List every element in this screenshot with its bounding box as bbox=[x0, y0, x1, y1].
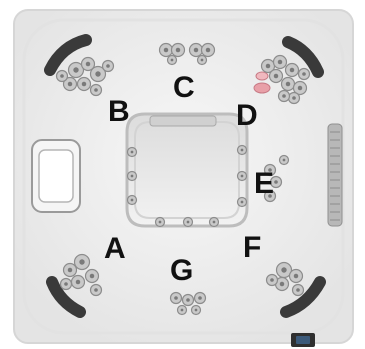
jet-nozzle-center bbox=[201, 59, 204, 62]
jet-nozzle-center bbox=[181, 309, 184, 312]
jet-nozzle-center bbox=[302, 72, 306, 76]
jet-nozzle-center bbox=[296, 288, 300, 292]
skimmer-door-icon bbox=[39, 150, 73, 202]
jet-nozzle-center bbox=[281, 267, 286, 272]
accent-control-icon bbox=[254, 83, 270, 93]
jet-nozzle-center bbox=[60, 74, 64, 78]
accent-control-icon bbox=[256, 72, 268, 80]
footwell bbox=[127, 114, 247, 226]
jet-nozzle-center bbox=[274, 180, 278, 184]
jet-nozzle-center bbox=[86, 62, 91, 67]
jet-nozzle-center bbox=[94, 288, 98, 292]
jet-nozzle-center bbox=[195, 309, 198, 312]
jet-nozzle-center bbox=[186, 298, 190, 302]
jet-nozzle-center bbox=[82, 82, 87, 87]
jet-nozzle-center bbox=[283, 159, 286, 162]
seat-label-c: C bbox=[173, 71, 195, 104]
jet-nozzle-center bbox=[194, 48, 199, 53]
jet-nozzle-center bbox=[241, 149, 244, 152]
jet-nozzle-center bbox=[274, 74, 279, 79]
filter-grille-icon bbox=[328, 124, 342, 226]
jet-nozzle-center bbox=[90, 274, 95, 279]
jet-nozzle-center bbox=[187, 221, 190, 224]
jet-nozzle-center bbox=[106, 64, 110, 68]
jet-nozzle-center bbox=[94, 88, 98, 92]
jet-nozzle-center bbox=[290, 68, 295, 73]
jet-nozzle-center bbox=[270, 278, 274, 282]
jet-nozzle-center bbox=[131, 175, 134, 178]
jet-nozzle-center bbox=[198, 296, 202, 300]
seat-label-d: D bbox=[236, 99, 258, 132]
jet-nozzle-center bbox=[79, 259, 84, 264]
jet-nozzle-center bbox=[68, 268, 73, 273]
seat-label-f: F bbox=[243, 231, 261, 264]
footwell-top-step bbox=[150, 116, 216, 126]
seat-label-a: A bbox=[104, 232, 126, 265]
jet-nozzle-center bbox=[286, 82, 291, 87]
jet-nozzle-center bbox=[241, 201, 244, 204]
jet-nozzle-center bbox=[280, 282, 285, 287]
jet-nozzle-center bbox=[282, 94, 286, 98]
jet-nozzle-center bbox=[171, 59, 174, 62]
jet-nozzle-center bbox=[266, 64, 271, 69]
control-panel-screen bbox=[296, 336, 310, 344]
jet-nozzle-center bbox=[213, 221, 216, 224]
jet-nozzle-center bbox=[292, 96, 296, 100]
jet-nozzle-center bbox=[76, 280, 81, 285]
jet-nozzle-center bbox=[64, 282, 68, 286]
jet-nozzle-center bbox=[131, 199, 134, 202]
seat-label-b: B bbox=[108, 95, 130, 128]
jet-nozzle-center bbox=[298, 86, 303, 91]
jet-nozzle-center bbox=[164, 48, 169, 53]
jet-nozzle-center bbox=[278, 60, 283, 65]
seat-label-e: E bbox=[254, 167, 274, 200]
jet-nozzle-center bbox=[131, 151, 134, 154]
jet-nozzle-center bbox=[159, 221, 162, 224]
seat-label-g: G bbox=[170, 254, 193, 287]
jet-nozzle-center bbox=[68, 82, 73, 87]
jet-nozzle-center bbox=[206, 48, 211, 53]
jet-nozzle-center bbox=[73, 67, 78, 72]
jet-nozzle-center bbox=[176, 48, 181, 53]
jet-nozzle-center bbox=[294, 274, 299, 279]
jet-nozzle-center bbox=[95, 71, 100, 76]
jet-nozzle-center bbox=[241, 175, 244, 178]
jet-nozzle-center bbox=[174, 296, 178, 300]
